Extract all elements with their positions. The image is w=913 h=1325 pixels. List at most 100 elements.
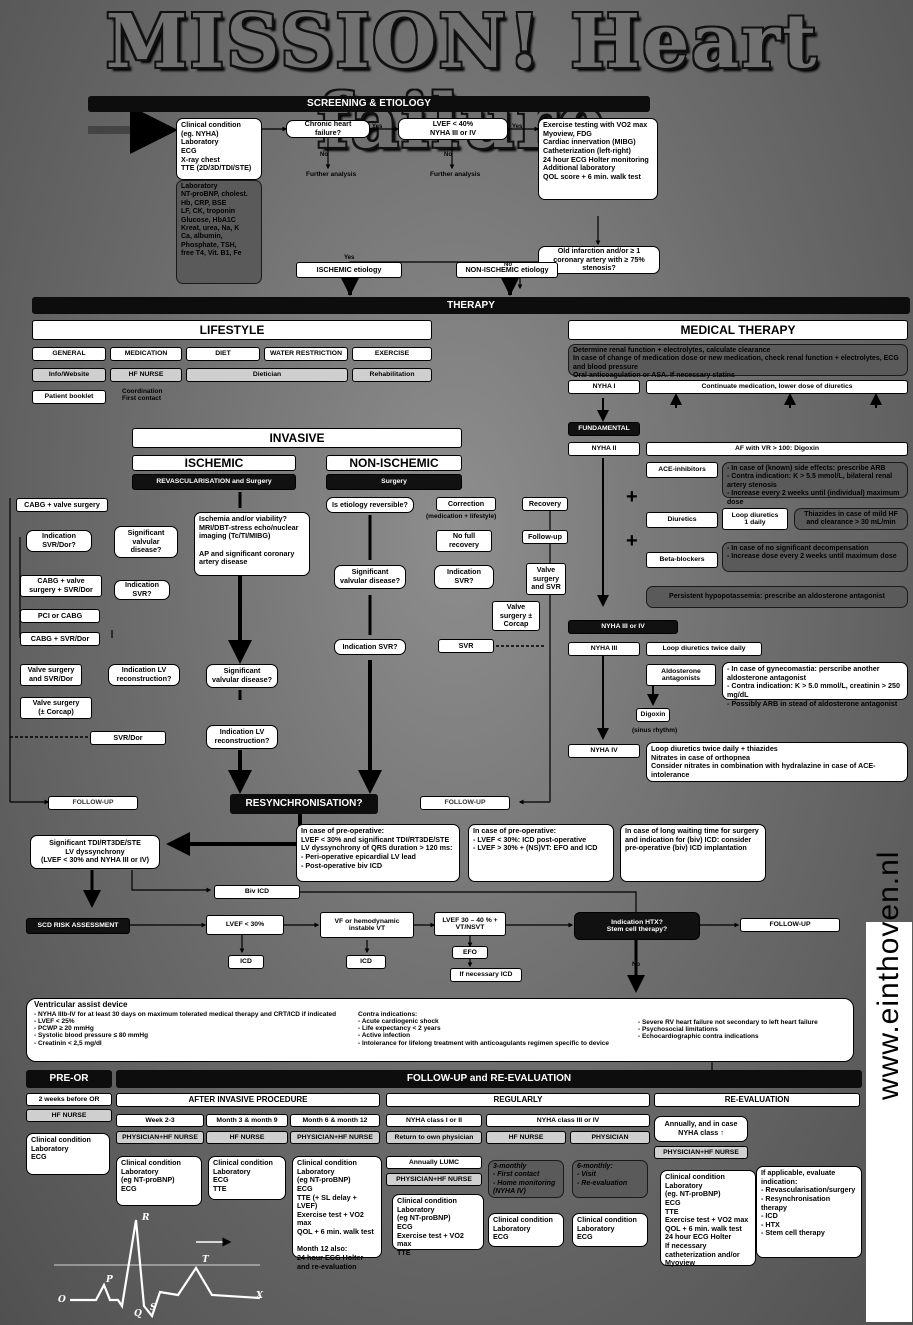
revascularisation-label: REVASCULARISATION and Surgery: [132, 474, 296, 490]
ecg-label-s: S: [150, 1303, 157, 1313]
follow-up-button: FOLLOW-UP: [48, 796, 138, 810]
no-label: No: [632, 962, 640, 968]
lifestyle-header: LIFESTYLE: [32, 320, 432, 340]
renal-box: Determine renal function + electrolytes,…: [568, 344, 908, 379]
page-title: MISSION! Heart failure: [105, 0, 819, 162]
svr-dor-box: SVR/Dor: [90, 731, 166, 745]
ischemic-etiology-box: ISCHEMIC etiology: [296, 262, 402, 278]
diuretics-box: Diuretics: [646, 512, 718, 528]
further-analysis-1: Further analysis: [306, 171, 357, 178]
diet-button: DIET: [186, 347, 260, 361]
yes-label: Yes: [344, 255, 355, 261]
nyha1-label: NYHA I: [568, 380, 640, 394]
ecg-label-p: P: [106, 1275, 113, 1285]
scd-risk-box: SCD RISK ASSESSMENT: [26, 918, 130, 934]
continue-medication-box: Continuate medication, lower dose of diu…: [646, 380, 908, 394]
ace-inhibitors-box: ACE-inhibitors: [646, 462, 718, 478]
indication-svr-box: Indication SVR?: [114, 580, 170, 600]
cabg-valve-box: CABG + valve surgery: [16, 498, 108, 512]
info-website-button: Info/Website: [32, 368, 106, 382]
chronic-hf-box: Chronic heart failure?: [286, 120, 370, 138]
month-612-label: Month 6 & month 12: [290, 1114, 380, 1127]
physician-hf-1: PHYSICIAN+HF NURSE: [116, 1131, 204, 1144]
nyha4-note-box: Loop diuretics twice daily + thiazides N…: [646, 742, 908, 782]
exercise-button: EXERCISE: [352, 347, 432, 361]
month-612-box: Clinical condition Laboratory (eg NT-pro…: [292, 1156, 382, 1271]
month-39-label: Month 3 & month 9: [206, 1114, 288, 1127]
tdi-dyssynchrony-box: Significant TDI/RT3DE/STE LV dyssynchron…: [30, 835, 160, 869]
regular-box-2: Clinical condition Laboratory ECG: [488, 1213, 564, 1247]
patient-booklet-button: Patient booklet: [32, 390, 106, 404]
physician-label: PHYSICIAN: [570, 1131, 650, 1144]
three-monthly-box: 3-monthly - First contact - Home monitor…: [488, 1160, 564, 1198]
physician-hf-4: PHYSICIAN+HF NURSE: [654, 1146, 748, 1159]
significant-valvular-box: Significant valvular disease?: [114, 526, 178, 558]
annually-lumc: Annually LUMC: [386, 1156, 482, 1169]
vad-box: [26, 998, 854, 1062]
regular-box-3: Clinical condition Laboratory ECG: [572, 1213, 648, 1247]
general-button: GENERAL: [32, 347, 106, 361]
lvef-30-box: LVEF < 30%: [206, 915, 284, 935]
lvef-box: LVEF < 40% NYHA III or IV: [398, 118, 508, 140]
preor-box: Clinical condition Laboratory ECG: [26, 1133, 110, 1175]
nyha-12-label: NYHA class I or II: [386, 1114, 482, 1127]
nyha3-label: NYHA III: [568, 642, 640, 656]
icd-box-1: ICD: [228, 955, 264, 969]
cabg-svr-box: CABG + SVR/Dor: [20, 632, 100, 646]
ecg-label-q: Q: [134, 1309, 142, 1319]
vad-criteria: - NYHA IIIb-IV for at least 30 days on m…: [34, 1011, 337, 1047]
indication-svr-3-box: Indication SVR?: [434, 565, 494, 589]
reversible-box: Is etiology reversible?: [326, 497, 414, 513]
additional-tests-box: Exercise testing with VO2 max Myoview, F…: [538, 118, 658, 200]
indication-lv-box: Indication LV reconstruction?: [108, 664, 180, 686]
beta-note-box: - In case of no significant decompensati…: [722, 542, 908, 572]
lvef-30-40-box: LVEF 30 – 40 % + VT/NSVT: [434, 912, 506, 936]
vf-vt-box: VF or hemodynamic instable VT: [320, 912, 414, 938]
resynchronisation-header: RESYNCHRONISATION?: [230, 794, 378, 814]
preop-1-box: In case of pre-operative: LVEF < 30% and…: [296, 824, 460, 882]
annually-box: Annually, and in case NYHA class ↑: [654, 1116, 748, 1142]
website-text: www.einthoven.nl: [872, 850, 905, 1100]
ecg-label-x: X: [256, 1291, 263, 1301]
coordination-label: Coordination First contact: [122, 388, 163, 403]
pre-or-header: PRE-OR: [26, 1070, 112, 1088]
physician-hf-3: PHYSICIAN+HF NURSE: [386, 1173, 482, 1186]
plus-sign: +: [626, 486, 638, 508]
further-analysis-2: Further analysis: [430, 171, 481, 178]
recovery-box: Recovery: [522, 497, 568, 511]
indication-lv-2-box: Indication LV reconstruction?: [206, 725, 278, 749]
nyha2-label: NYHA II: [568, 442, 640, 456]
re-evaluation-header: RE-EVALUATION: [654, 1093, 860, 1107]
invasive-header: INVASIVE: [132, 428, 462, 448]
no-label: No: [444, 152, 452, 158]
indication-svr-4-box: Indication SVR?: [334, 639, 406, 655]
thiazides-box: Thiazides in case of mild HF and clearan…: [794, 508, 908, 530]
follow-up-button-2: FOLLOW-UP: [420, 796, 510, 810]
screening-header: SCREENING & ETIOLOGY: [88, 96, 650, 112]
significant-valvular-2-box: Significant valvular disease?: [206, 664, 278, 688]
vad-contra-2: - Severe RV heart failure not secondary …: [638, 1019, 818, 1041]
nyha34-label: NYHA III or IV: [568, 620, 678, 634]
correction-sub-label: (medication + lifestyle): [426, 513, 497, 520]
water-restriction-button: WATER RESTRICTION: [264, 347, 348, 361]
loop-diuretics-1-box: Loop diuretics 1 daily: [722, 508, 788, 530]
weeks-before-or: 2 weeks before OR: [26, 1093, 112, 1106]
waiting-time-box: In case of long waiting time for surgery…: [620, 824, 766, 882]
vad-contra: Contra indications: - Acute cardiogenic …: [358, 1011, 610, 1047]
icd-necessary-box: If necessary ICD: [450, 968, 522, 982]
month-39-box: Clinical condition Laboratory ECG TTE: [208, 1156, 286, 1200]
correction-box: Correction: [436, 497, 496, 511]
ecg-label-t: T: [202, 1255, 209, 1265]
medical-therapy-header: MEDICAL THERAPY: [568, 320, 908, 340]
loop-diuretics-2-box: Loop diuretics twice daily: [646, 642, 762, 656]
aldosterone-note-box: - In case of gynecomastia: perscribe ano…: [722, 662, 908, 707]
af-digoxin-box: AF with VR > 100: Digoxin: [646, 442, 908, 456]
yes-label: Yes: [372, 124, 383, 130]
return-physician: Return to own physician: [386, 1131, 482, 1144]
hf-nurse-3: HF NURSE: [486, 1131, 566, 1144]
ecg-label-o: O: [58, 1295, 66, 1305]
no-label: No: [320, 152, 328, 158]
re-eval-box-1: Clinical condition Laboratory (eg. NT-pr…: [660, 1170, 756, 1267]
week-23-label: Week 2-3: [116, 1114, 204, 1127]
valve-surgery-svr-box: Valve surgery and SVR: [526, 563, 566, 595]
